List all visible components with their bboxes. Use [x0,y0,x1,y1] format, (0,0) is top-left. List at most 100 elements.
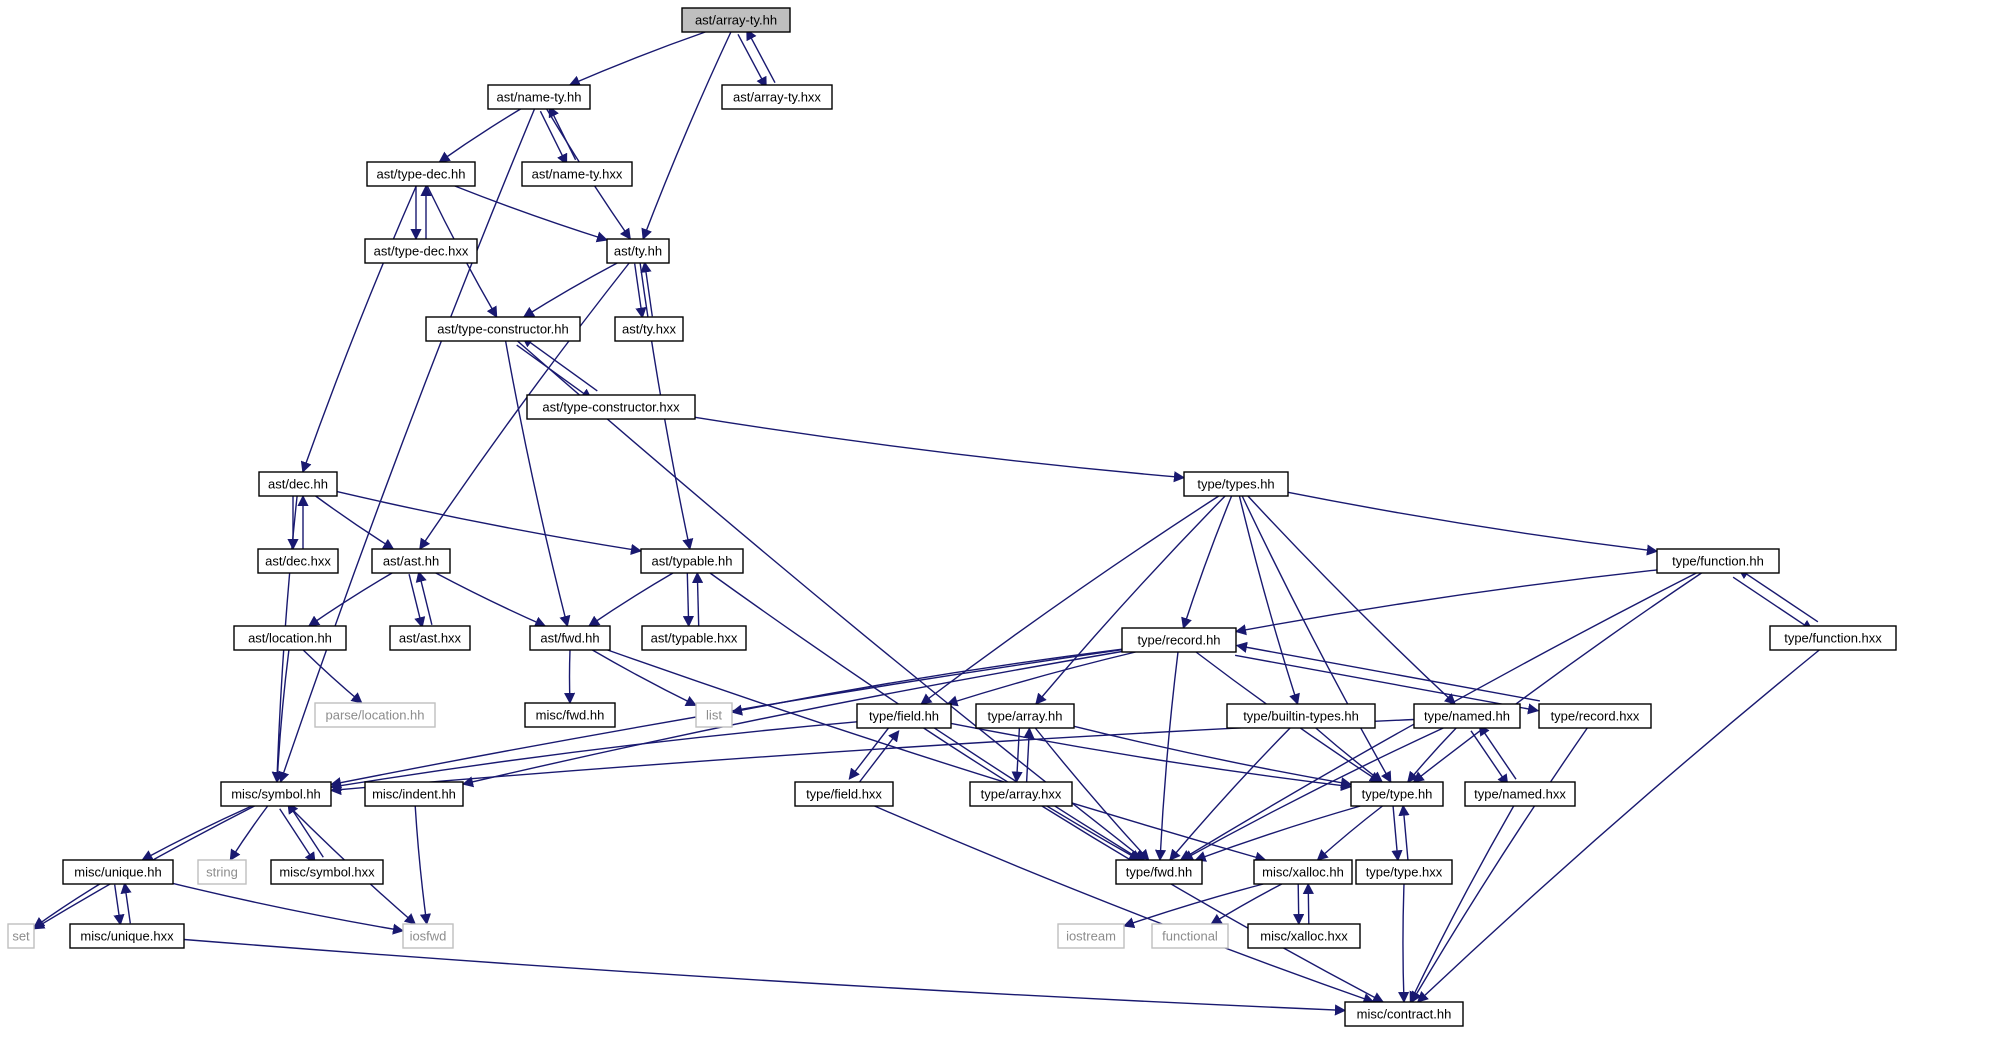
node-ty-hh[interactable]: ast/ty.hh [606,238,670,264]
node-name-ty-hh[interactable]: ast/name-ty.hh [487,84,591,110]
node-label: ast/array-ty.hxx [733,90,821,105]
edge-types_hh-to-array_hh [1035,495,1226,705]
node-typable-hxx[interactable]: ast/typable.hxx [641,625,747,651]
node-misc-fwd-hh[interactable]: misc/fwd.hh [524,702,616,728]
node-label: misc/unique.hxx [80,929,174,944]
node-label: type/array.hh [988,709,1063,724]
node-fwd-hh[interactable]: ast/fwd.hh [529,625,611,651]
node-label: set [12,929,30,944]
node-box [1538,703,1652,729]
node-name-ty-hxx[interactable]: ast/name-ty.hxx [521,161,633,187]
node-label: ast/ty.hxx [622,322,676,337]
node-type-fwd-hh[interactable]: type/fwd.hh [1115,859,1203,885]
edge-unique_hxx-to-contract_hh [183,938,1347,1016]
edge-builtin_types_hh-to-type_fwd_hh [1169,727,1291,861]
edge-type_dec_hh-to-ty_hh [454,185,609,243]
node-box [606,238,670,264]
edge-named_hh-to-type_hh [1407,727,1457,783]
node-label: ast/ty.hh [614,244,662,259]
node-ast-hxx[interactable]: ast/ast.hxx [389,625,471,651]
edge-type_ctor_hh-to-type_ctor_hxx [516,344,593,400]
node-label: ast/type-dec.hxx [374,244,469,259]
node-named-hxx[interactable]: type/named.hxx [1464,781,1576,807]
node-type-ctor-hh[interactable]: ast/type-constructor.hh [425,316,581,342]
node-location-hh[interactable]: ast/location.hh [233,625,347,651]
edge-name_ty_hxx-to-name_ty_hh [548,105,577,161]
node-label: type/function.hh [1672,554,1764,569]
node-symbol-hh[interactable]: misc/symbol.hh [220,781,332,807]
node-typable-hh[interactable]: ast/typable.hh [640,548,744,574]
edge-unique_hh-to-unique_hxx [113,884,125,926]
edge-record_hh-to-field_hh [946,651,1136,707]
node-array-hh[interactable]: type/array.hh [975,703,1075,729]
edge-field_hh-to-type_hh [950,722,1353,792]
edge-type_hxx-to-type_hh [1398,804,1410,860]
node-type-ctor-hxx[interactable]: ast/type-constructor.hxx [526,394,696,420]
node-box [1226,703,1376,729]
node-label: misc/symbol.hxx [279,865,375,880]
node-array-ty-hh[interactable]: ast/array-ty.hh [681,7,791,33]
node-box [425,316,581,342]
node-array-ty-hxx[interactable]: ast/array-ty.hxx [721,84,833,110]
node-box [1057,923,1125,949]
edge-name_ty_hh-to-symbol_hh [278,108,536,784]
node-symbol-hxx[interactable]: misc/symbol.hxx [270,859,384,885]
node-box [1769,625,1897,651]
edge-array_ty_hh-to-name_ty_hh [568,31,706,87]
node-box [1350,781,1444,807]
node-box [1151,923,1229,949]
node-types-hh[interactable]: type/types.hh [1183,471,1289,497]
node-named-hh[interactable]: type/named.hh [1413,703,1521,729]
node-xalloc-hh[interactable]: misc/xalloc.hh [1253,859,1353,885]
node-field-hxx[interactable]: type/field.hxx [794,781,894,807]
node-field-hh[interactable]: type/field.hh [856,703,952,729]
edge-named_hxx-to-named_hh [1478,724,1517,780]
node-type-hh[interactable]: type/type.hh [1350,781,1444,807]
node-builtin-types-hh[interactable]: type/builtin-types.hh [1226,703,1376,729]
node-label: ast/array-ty.hh [695,13,777,28]
edge-typable_hh-to-typable_hxx [682,573,695,628]
node-type-dec-hh[interactable]: ast/type-dec.hh [366,161,476,187]
edge-xalloc_hh-to-xalloc_hxx [1293,884,1305,926]
node-box [1413,703,1521,729]
edge-array_hxx-to-contract_hh [1041,805,1385,1003]
node-box [975,703,1075,729]
node-ast-hh[interactable]: ast/ast.hh [371,548,451,574]
node-function-hh[interactable]: type/function.hh [1656,548,1780,574]
edge-ty_hh-to-ast_hh [419,262,630,550]
node-box [1253,859,1353,885]
node-label: iosfwd [410,929,447,944]
node-contract-hh[interactable]: misc/contract.hh [1344,1001,1464,1027]
node-dec-hxx[interactable]: ast/dec.hxx [257,548,339,574]
node-label: iostream [1066,929,1116,944]
node-box [233,625,347,651]
edge-symbol_hh-to-unique_hh [141,805,252,861]
node-label: ast/name-ty.hh [496,90,581,105]
node-type-dec-hxx[interactable]: ast/type-dec.hxx [364,238,478,264]
node-label: misc/symbol.hh [231,787,321,802]
node-label: ast/ast.hxx [399,631,462,646]
edge-type_ctor_hh-to-fwd_hh [504,340,571,628]
node-box [258,471,338,497]
node-record-hxx[interactable]: type/record.hxx [1538,703,1652,729]
node-dec-hh[interactable]: ast/dec.hh [258,471,338,497]
edge-ty_hh-to-type_ctor_hh [522,262,618,318]
edge-record_hh-to-type_fwd_hh [1154,651,1179,862]
node-function-hxx[interactable]: type/function.hxx [1769,625,1897,651]
node-xalloc-hxx[interactable]: misc/xalloc.hxx [1247,923,1361,949]
node-box [856,703,952,729]
node-label: ast/location.hh [248,631,332,646]
edge-dec_hh-to-ast_hh [315,495,395,550]
edge-field_hxx-to-contract_hh [874,805,1375,1004]
node-label: functional [1162,929,1218,944]
edge-types_hh-to-named_hh [1247,495,1456,705]
node-box [526,394,696,420]
edge-name_ty_hh-to-type_dec_hh [438,108,521,163]
node-array-hxx[interactable]: type/array.hxx [969,781,1073,807]
node-unique-hxx[interactable]: misc/unique.hxx [69,923,185,949]
node-indent-hh[interactable]: misc/indent.hh [364,781,464,807]
node-record-hh[interactable]: type/record.hh [1121,627,1237,653]
node-type-hxx[interactable]: type/type.hxx [1355,859,1453,885]
node-ty-hxx[interactable]: ast/ty.hxx [614,316,684,342]
node-unique-hh[interactable]: misc/unique.hh [62,859,174,885]
